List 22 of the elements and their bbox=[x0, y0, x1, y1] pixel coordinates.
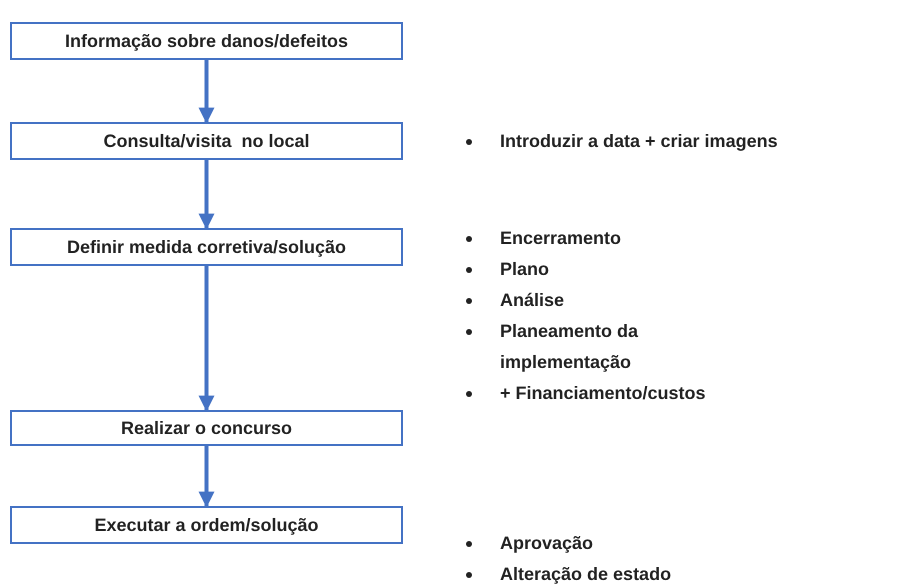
step-label: Consulta/visita no local bbox=[103, 130, 310, 152]
process-box bbox=[10, 410, 403, 446]
bullet-text: Plano bbox=[500, 258, 550, 281]
bullet-text: Introduzir a data + criar imagens bbox=[500, 130, 779, 153]
bullet-text: Aprovação bbox=[500, 532, 594, 555]
step-label: Definir medida corretiva/solução bbox=[66, 236, 346, 258]
arrow bbox=[198, 266, 214, 412]
step-label: Informação sobre danos/defeitos bbox=[64, 30, 348, 52]
bullet-text: Alteração de estado bbox=[500, 563, 672, 585]
step-label: Realizar o concurso bbox=[120, 418, 292, 438]
process-box bbox=[10, 506, 403, 544]
step-label: Executar a ordem/solução bbox=[94, 514, 319, 536]
bullet-text: Planeamento da implementação bbox=[500, 320, 640, 374]
bullet-text: + Financiamento/custos bbox=[500, 382, 707, 405]
arrow bbox=[198, 160, 214, 230]
arrow bbox=[198, 60, 214, 124]
bullet-text: Encerramento bbox=[500, 227, 622, 250]
bullet-text: Análise bbox=[500, 289, 566, 312]
process-box bbox=[10, 122, 403, 160]
arrow bbox=[198, 446, 214, 508]
process-box bbox=[10, 228, 403, 266]
process-box bbox=[10, 22, 403, 60]
